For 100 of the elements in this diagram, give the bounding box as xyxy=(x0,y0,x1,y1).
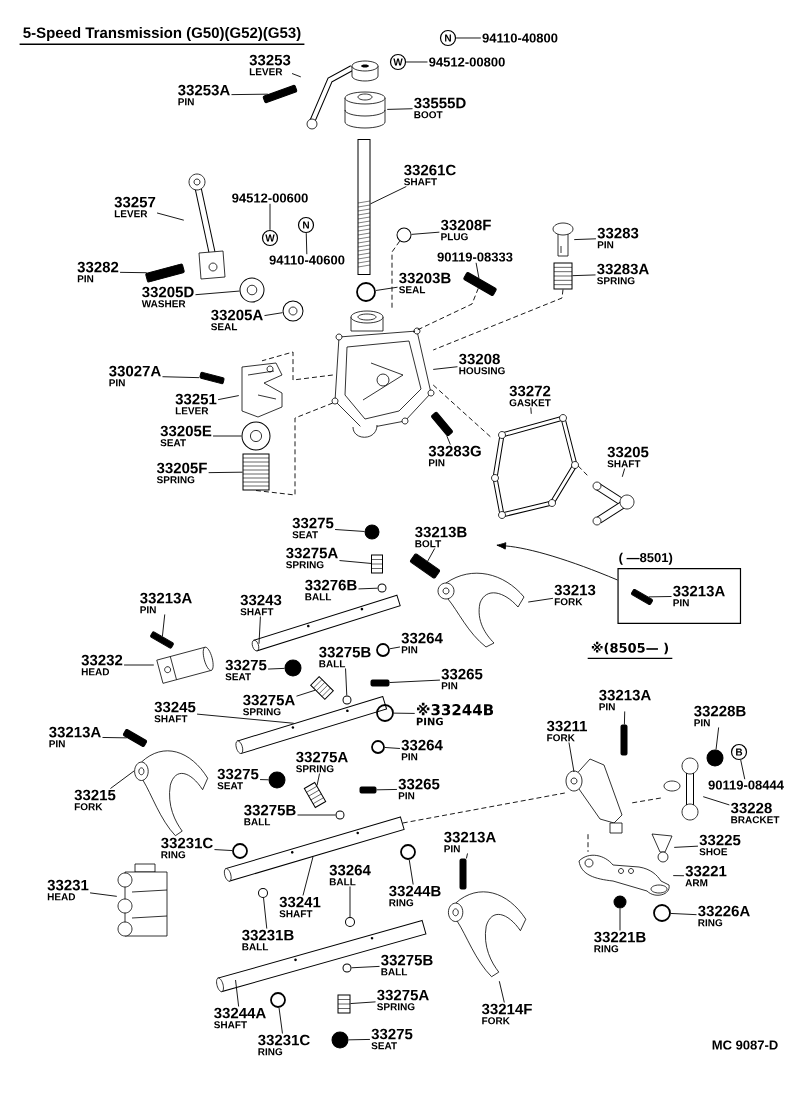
seal xyxy=(282,300,304,322)
callout-label: 33244B RING xyxy=(389,885,441,907)
pin xyxy=(371,740,385,754)
bracket-drawing xyxy=(663,757,699,821)
pin xyxy=(459,858,467,890)
leader-line xyxy=(619,908,621,931)
pin xyxy=(122,729,148,747)
callout-label: 33275A SPRING xyxy=(286,547,338,569)
callout-label: 33251 LEVER xyxy=(175,393,217,415)
leader-line xyxy=(263,897,268,930)
callout-label: 33225 SHOE xyxy=(699,834,741,856)
part-number: 90119-08333 xyxy=(437,252,513,262)
callout-label: 33555D BOOT xyxy=(414,97,466,119)
leader-line xyxy=(498,980,505,1003)
callout-label: 33214F FORK xyxy=(481,1003,532,1025)
leader-line xyxy=(455,37,482,39)
leader-line xyxy=(231,93,269,96)
callout-label: 33275A SPRING xyxy=(243,694,295,716)
dashed-line xyxy=(432,289,564,351)
leader-line xyxy=(119,271,148,274)
seat xyxy=(241,421,271,451)
leader-line xyxy=(384,747,401,749)
leader-line xyxy=(291,73,302,78)
circled-letter: B xyxy=(730,743,748,761)
fork-drawing xyxy=(134,750,209,837)
callout-label: 33264 PIN xyxy=(401,632,443,654)
dashed-line xyxy=(412,287,479,333)
leader-line xyxy=(196,713,295,724)
leader-line xyxy=(405,61,428,63)
callout-label: 33241 SHAFT xyxy=(279,896,321,918)
callout-label: 33221B RING xyxy=(594,931,646,953)
leader-line xyxy=(349,886,351,918)
callout-label: 33228 BRACKET xyxy=(730,802,780,824)
leader-line xyxy=(527,597,554,603)
callout-label: 33213A PIN xyxy=(444,831,496,853)
leader-line xyxy=(408,859,414,885)
leader-line xyxy=(212,435,242,437)
callout-label: 33245 SHAFT xyxy=(154,701,196,723)
leader-line xyxy=(123,664,155,666)
leader-line xyxy=(465,853,468,859)
pin xyxy=(359,786,377,794)
callout-label: 33213A PIN xyxy=(49,726,101,748)
callout-label: 33264 PIN xyxy=(401,739,443,761)
circled-letter: N xyxy=(439,29,457,47)
leader-line xyxy=(393,712,416,714)
callout-label: 33275 SEAT xyxy=(217,768,259,790)
pin xyxy=(262,84,298,104)
leader-line xyxy=(572,274,596,277)
leader-line xyxy=(672,875,685,877)
pin xyxy=(631,588,653,606)
ring xyxy=(376,704,394,722)
note: ※(8505— ) xyxy=(587,641,673,660)
callout-label: 33275A SPRING xyxy=(296,751,348,773)
leader-line xyxy=(214,849,233,851)
leader-line xyxy=(259,779,269,781)
callout-label: 33205 SHAFT xyxy=(607,446,649,468)
seat xyxy=(331,1031,349,1049)
leader-line xyxy=(89,892,118,897)
pin xyxy=(199,371,225,385)
callout-label: 33282 PIN xyxy=(77,261,119,283)
spring xyxy=(303,782,327,809)
callout-label: ※33244B PING xyxy=(416,702,494,726)
leader-line xyxy=(670,913,697,916)
leader-line xyxy=(156,212,185,221)
callout-label: 33253A PIN xyxy=(178,84,230,106)
dashed-line xyxy=(255,402,334,496)
node-label: ( —8501) xyxy=(619,552,673,565)
callout-label: 33211 FORK xyxy=(546,720,587,742)
plug xyxy=(396,227,412,243)
leader-line xyxy=(475,262,480,279)
callout-label: 33228B PIN xyxy=(694,705,746,727)
leader-line xyxy=(316,773,320,786)
circled-letter: N xyxy=(297,216,315,234)
callout-label: 33203B SEAL xyxy=(399,272,451,294)
drawing-code: MC 9087-D xyxy=(712,1040,778,1050)
part-number: 94110-40600 xyxy=(269,255,345,265)
callout-label: 33272 GASKET xyxy=(509,385,551,407)
leader-line xyxy=(702,796,730,806)
seal xyxy=(356,282,376,302)
leader-line xyxy=(296,689,316,697)
bolt xyxy=(409,553,441,579)
callout-label: 33205F SPRING xyxy=(156,462,207,484)
spring xyxy=(553,262,573,290)
pin xyxy=(150,631,174,649)
callout-label: 33221 ARM xyxy=(685,865,727,887)
leader-line xyxy=(305,232,308,255)
leader-line xyxy=(573,238,597,241)
title: 5-Speed Transmission (G50)(G52)(G53) xyxy=(18,27,306,45)
callout-label: 33213A PIN xyxy=(140,592,192,614)
callout-label: 33213B BOLT xyxy=(415,526,467,548)
spring xyxy=(310,676,334,700)
seat xyxy=(268,771,286,789)
pin xyxy=(376,643,390,657)
dashed-line xyxy=(630,797,662,804)
ring xyxy=(613,895,627,909)
seat xyxy=(284,659,302,677)
callout-label: 33027A PIN xyxy=(109,365,161,387)
callout-label: 33275A SPRING xyxy=(377,989,429,1011)
callout-label: 33283G PIN xyxy=(428,445,481,467)
part-number: 94512-00800 xyxy=(429,57,505,67)
